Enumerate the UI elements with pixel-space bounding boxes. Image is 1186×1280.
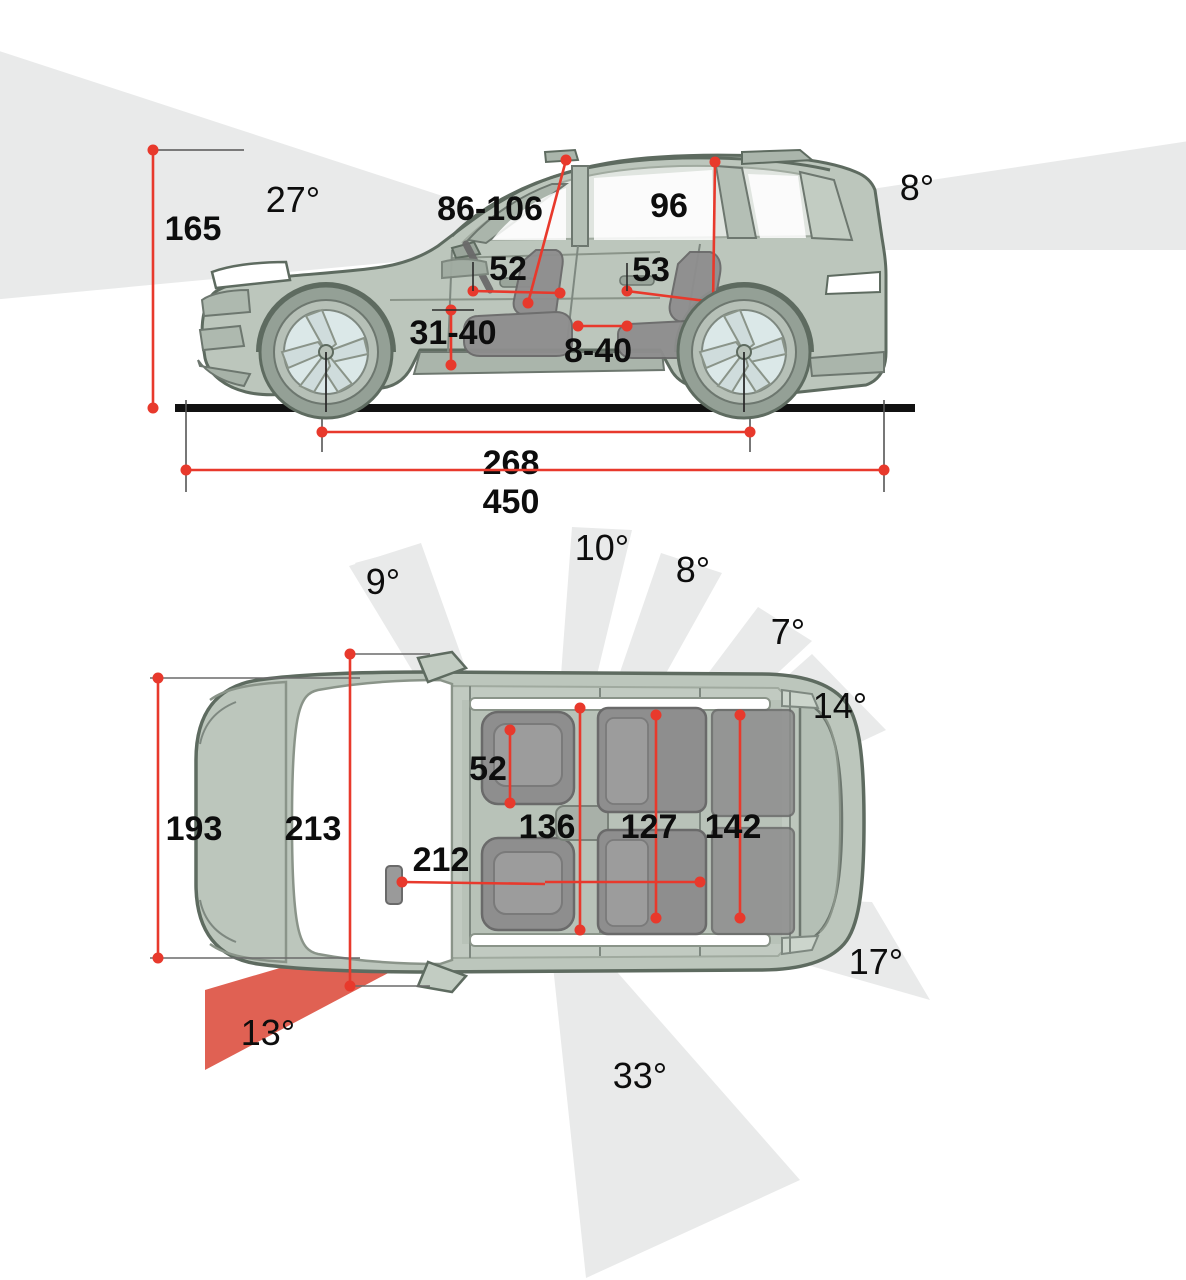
- angle-label-8-top: 8°: [676, 549, 710, 590]
- dimension-label-8-40: 8-40: [564, 332, 632, 370]
- dimension-label-52-top: 52: [469, 750, 507, 788]
- angle-label-13: 13°: [241, 1012, 295, 1053]
- dimension-136: [574, 702, 586, 936]
- dimension-86-106: [522, 154, 572, 309]
- dimension-label-165: 165: [165, 210, 222, 248]
- dimension-label-127: 127: [621, 808, 678, 846]
- angle-label-33: 33°: [613, 1055, 667, 1096]
- dimension-label-213: 213: [285, 810, 342, 848]
- wheel-rear: [676, 284, 812, 420]
- dimension-label-86-106: 86-106: [437, 190, 543, 228]
- dimension-52-top: [504, 724, 516, 809]
- angle-label-10: 10°: [575, 527, 629, 568]
- dimension-142: [734, 709, 746, 924]
- dimension-label-52-side: 52: [489, 250, 527, 288]
- dimension-52-side: [467, 262, 566, 299]
- dimension-212: [396, 876, 546, 888]
- wheel-front: [258, 284, 394, 420]
- angle-label-27: 27°: [266, 179, 320, 220]
- angle-label-8-side: 8°: [900, 167, 934, 208]
- angle-label-7: 7°: [771, 611, 805, 652]
- dimension-label-142: 142: [705, 808, 762, 846]
- side-view-group: 165 268 450 86-106 52: [0, 51, 1186, 521]
- angle-wedge-27: [0, 51, 470, 300]
- car-top-interior: [385, 706, 796, 936]
- dimension-268: [316, 426, 756, 438]
- angle-label-9: 9°: [366, 561, 400, 602]
- top-view-group: 193 213 52 212 136: [150, 527, 930, 1278]
- ground-line: [175, 404, 915, 412]
- dimension-label-193: 193: [166, 810, 223, 848]
- dimension-165: [147, 144, 159, 414]
- dimension-450: [180, 464, 890, 476]
- dimension-193: [152, 672, 164, 964]
- dimension-label-31-40: 31-40: [410, 314, 497, 352]
- top-view-tick-guides: [150, 653, 430, 987]
- angle-label-14: 14°: [813, 685, 867, 726]
- angle-wedge-33: [545, 890, 800, 1278]
- dimension-label-450: 450: [483, 483, 540, 521]
- dimension-label-212: 212: [413, 841, 470, 879]
- dimension-label-268: 268: [483, 444, 540, 482]
- dimension-31-40: [432, 304, 474, 371]
- dimension-213: [344, 648, 356, 992]
- dimension-127: [545, 709, 706, 924]
- dimension-label-96: 96: [650, 187, 688, 225]
- angle-label-17: 17°: [849, 941, 903, 982]
- dimension-label-136: 136: [519, 808, 576, 846]
- dimension-label-53: 53: [632, 251, 670, 289]
- dimension-8-40: [572, 320, 633, 332]
